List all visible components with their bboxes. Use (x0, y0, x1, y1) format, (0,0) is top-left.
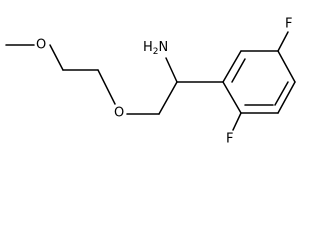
bond-methoxy-o-ch2 (49, 44, 64, 71)
amine-n: N (159, 40, 169, 55)
amine-h: H (143, 40, 153, 55)
amine-label: H2N (143, 40, 168, 57)
chemical-structure: O O H2N F F (5, 17, 296, 147)
bond-ring-fluorine-top (277, 31, 289, 52)
bond-chiral-c-amine (165, 57, 178, 83)
benzene-ring (222, 50, 296, 114)
fluorine-bottom-label: F (226, 132, 233, 147)
amine-subscript: 2 (153, 47, 159, 57)
bond-ch2-chiral-c (158, 81, 178, 115)
fluorine-top-label: F (285, 17, 292, 32)
methoxy-oxygen-label: O (36, 38, 46, 53)
ether-oxygen-label: O (114, 106, 124, 121)
bond-ring-fluorine-bottom (232, 112, 242, 131)
bond-ch2-ether-o (97, 69, 116, 105)
